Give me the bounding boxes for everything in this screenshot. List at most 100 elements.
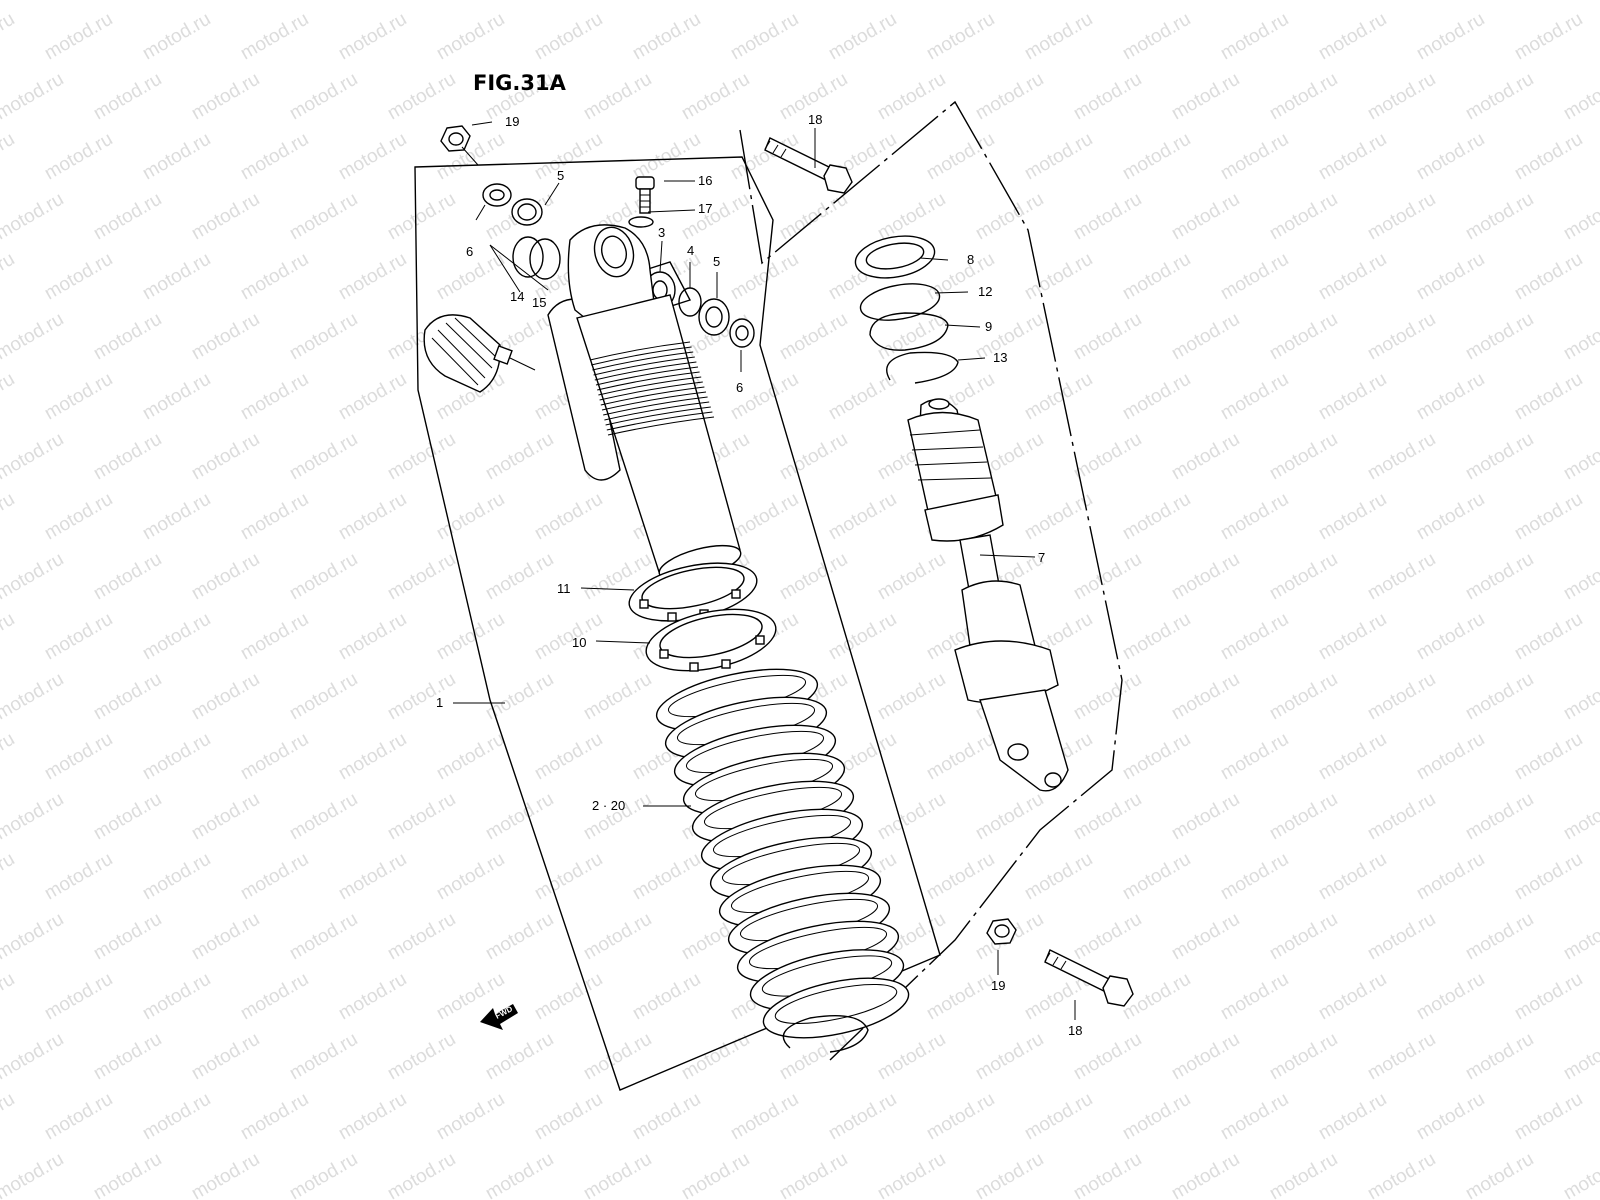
watermark-text: motod.ru bbox=[139, 369, 214, 425]
watermark-text: motod.ru bbox=[1413, 729, 1488, 785]
part-5-seal-right bbox=[698, 298, 730, 336]
watermark-text: motod.ru bbox=[384, 69, 459, 125]
watermark-text: motod.ru bbox=[972, 309, 1047, 365]
watermark-text: motod.ru bbox=[580, 909, 655, 965]
watermark-text: motod.ru bbox=[580, 789, 655, 845]
watermark-text: motod.ru bbox=[1462, 0, 1537, 4]
callout-6-top: 6 bbox=[466, 244, 473, 259]
watermark-text: motod.ru bbox=[433, 849, 508, 905]
watermark-text: motod.ru bbox=[1560, 909, 1600, 965]
watermark-text: motod.ru bbox=[1462, 669, 1537, 725]
callout-10: 10 bbox=[572, 635, 586, 650]
watermark-text: motod.ru bbox=[1266, 189, 1341, 245]
watermark-text: motod.ru bbox=[1315, 849, 1390, 905]
watermark-text: motod.ru bbox=[1413, 849, 1488, 905]
watermark-text: motod.ru bbox=[1119, 9, 1194, 65]
watermark-text: motod.ru bbox=[1560, 669, 1600, 725]
thread-line bbox=[605, 406, 711, 426]
watermark-text: motod.ru bbox=[139, 1089, 214, 1145]
watermark-text: motod.ru bbox=[923, 729, 998, 785]
watermark-text: motod.ru bbox=[139, 489, 214, 545]
watermark-text: motod.ru bbox=[1070, 69, 1145, 125]
watermark-text: motod.ru bbox=[923, 9, 998, 65]
watermark-text: motod.ru bbox=[90, 789, 165, 845]
part-18-bolt-bottom bbox=[1044, 949, 1134, 1007]
watermark-text: motod.ru bbox=[139, 609, 214, 665]
watermark-text: motod.ru bbox=[1413, 369, 1488, 425]
watermark-text: motod.ru bbox=[972, 69, 1047, 125]
watermark-text: motod.ru bbox=[1119, 1089, 1194, 1145]
thread-line bbox=[598, 376, 702, 396]
watermark-text: motod.ru bbox=[0, 1029, 67, 1085]
watermark-text: motod.ru bbox=[286, 1149, 361, 1200]
watermark-text: motod.ru bbox=[972, 1029, 1047, 1085]
watermark-text: motod.ru bbox=[90, 669, 165, 725]
watermark-text: motod.ru bbox=[286, 429, 361, 485]
watermark-text: motod.ru bbox=[188, 1029, 263, 1085]
watermark-text: motod.ru bbox=[776, 0, 851, 4]
watermark-text: motod.ru bbox=[1413, 129, 1488, 185]
watermark-text: motod.ru bbox=[188, 69, 263, 125]
watermark-text: motod.ru bbox=[482, 669, 557, 725]
watermark-text: motod.ru bbox=[531, 729, 606, 785]
watermark-text: motod.ru bbox=[90, 549, 165, 605]
callout-17: 17 bbox=[698, 201, 712, 216]
watermark-text: motod.ru bbox=[1168, 669, 1243, 725]
watermark-text: motod.ru bbox=[335, 9, 410, 65]
watermark-text: motod.ru bbox=[923, 849, 998, 905]
watermark-text: motod.ru bbox=[0, 789, 67, 845]
watermark-text: motod.ru bbox=[0, 849, 18, 905]
watermark-text: motod.ru bbox=[384, 1149, 459, 1200]
watermark-text: motod.ru bbox=[874, 669, 949, 725]
watermark-text: motod.ru bbox=[139, 849, 214, 905]
watermark-text: motod.ru bbox=[580, 0, 655, 4]
watermark-text: motod.ru bbox=[237, 369, 312, 425]
watermark-text: motod.ru bbox=[237, 129, 312, 185]
watermark-text: motod.ru bbox=[580, 669, 655, 725]
watermark-text: motod.ru bbox=[90, 909, 165, 965]
spring-coil bbox=[762, 977, 910, 1039]
watermark-text: motod.ru bbox=[90, 69, 165, 125]
callout-18-top: 18 bbox=[808, 112, 822, 127]
watermark-text: motod.ru bbox=[0, 909, 67, 965]
watermark-text: motod.ru bbox=[433, 729, 508, 785]
watermark-text: motod.ru bbox=[0, 249, 18, 305]
watermark-text: motod.ru bbox=[286, 189, 361, 245]
watermark-text: motod.ru bbox=[0, 309, 67, 365]
watermark-text: motod.ru bbox=[531, 1089, 606, 1145]
watermark-text: motod.ru bbox=[1168, 0, 1243, 4]
watermark-text: motod.ru bbox=[629, 849, 704, 905]
watermark-text: motod.ru bbox=[1560, 789, 1600, 845]
watermark-text: motod.ru bbox=[1119, 729, 1194, 785]
callout-1: 1 bbox=[436, 695, 443, 710]
watermark-text: motod.ru bbox=[482, 0, 557, 4]
watermark-text: motod.ru bbox=[286, 1029, 361, 1085]
watermark-text: motod.ru bbox=[874, 789, 949, 845]
watermark-text: motod.ru bbox=[1511, 729, 1586, 785]
watermark-text: motod.ru bbox=[41, 849, 116, 905]
thread-line bbox=[599, 381, 703, 401]
watermark-text: motod.ru bbox=[0, 0, 67, 4]
callout-3: 3 bbox=[658, 225, 665, 240]
watermark-text: motod.ru bbox=[188, 909, 263, 965]
watermark-text: motod.ru bbox=[286, 0, 361, 4]
watermark-text: motod.ru bbox=[90, 1029, 165, 1085]
watermark-text: motod.ru bbox=[1119, 609, 1194, 665]
watermark-text: motod.ru bbox=[1217, 129, 1292, 185]
watermark-text: motod.ru bbox=[1021, 489, 1096, 545]
watermark-text: motod.ru bbox=[335, 489, 410, 545]
watermark-text: motod.ru bbox=[1511, 609, 1586, 665]
callout-11: 11 bbox=[557, 581, 571, 596]
watermark-text: motod.ru bbox=[1070, 189, 1145, 245]
watermark-text: motod.ru bbox=[1413, 1089, 1488, 1145]
watermark-text: motod.ru bbox=[1119, 129, 1194, 185]
watermark-text: motod.ru bbox=[286, 549, 361, 605]
watermark-text: motod.ru bbox=[139, 9, 214, 65]
callout-4: 4 bbox=[687, 243, 694, 258]
watermark-text: motod.ru bbox=[1462, 789, 1537, 845]
spring-end-coil bbox=[782, 1015, 869, 1053]
watermark-text: motod.ru bbox=[41, 729, 116, 785]
watermark-text: motod.ru bbox=[1462, 1029, 1537, 1085]
part-8-spring-seat bbox=[854, 235, 936, 279]
watermark-text: motod.ru bbox=[1315, 489, 1390, 545]
